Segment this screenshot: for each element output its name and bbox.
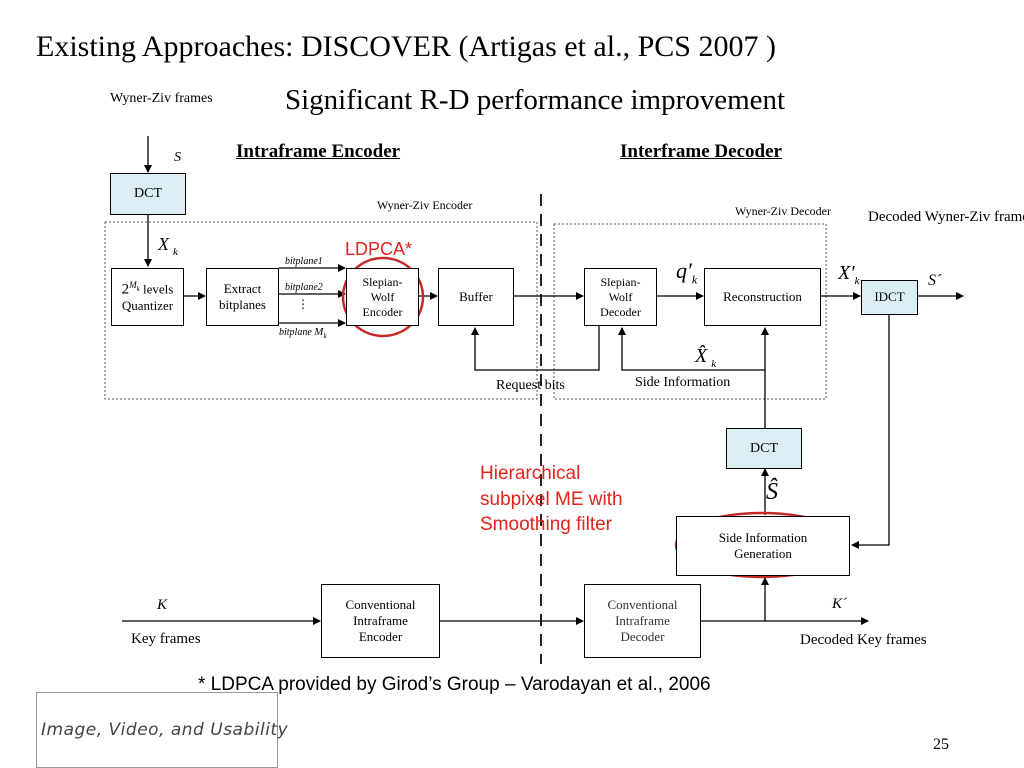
qk-prime-symbol: q′k	[676, 258, 698, 287]
k-prime-symbol: K´	[832, 596, 847, 612]
ivu-logo-text: Image, Video, and Usability	[41, 720, 289, 740]
dct-decoder-box: DCT	[726, 428, 802, 469]
reconstruction-box: Reconstruction	[704, 268, 821, 326]
bitplane1-label: bitplane1	[285, 256, 323, 267]
ivu-logo: Image, Video, and Usability	[36, 692, 288, 768]
wz-encoder-region	[104, 221, 538, 400]
wz-decoder-label: Wyner-Ziv Decoder	[735, 204, 831, 218]
side-information-generation-box: Side Information Generation	[676, 516, 850, 576]
dct-encoder-box: DCT	[110, 173, 186, 215]
page-number: 25	[933, 736, 949, 753]
bitplane-m-label: bitplane Mk	[279, 326, 327, 340]
wz-decoder-region	[553, 223, 827, 400]
slide-subtitle: Significant R-D performance improvement	[285, 84, 786, 116]
side-information-label: Side Information	[635, 375, 731, 390]
footnote: * LDPCA provided by Girod’s Group – Varo…	[198, 674, 711, 695]
input-wz-frames-label: Wyner-Ziv frames	[110, 91, 213, 106]
ldpca-annotation: LDPCA*	[345, 239, 413, 259]
encoder-header: Intraframe Encoder	[236, 141, 401, 162]
input-s-symbol: S	[174, 150, 181, 165]
conventional-intraframe-encoder-box: Conventional Intraframe Encoder	[321, 584, 440, 658]
xhat-k-symbol: X̂k	[695, 345, 717, 370]
xk-prime-symbol: X′k	[838, 262, 860, 287]
slepian-wolf-encoder-box: Slepian-Wolf Encoder	[346, 268, 419, 326]
ldpca-highlight-ellipse	[341, 256, 425, 338]
wz-encoder-label: Wyner-Ziv Encoder	[377, 198, 473, 212]
s-hat-symbol: Ŝ	[766, 479, 778, 505]
key-frames-label: Key frames	[131, 631, 201, 647]
hierarchical-me-annotation: Hierarchical subpixel ME with Smoothing …	[480, 463, 623, 536]
buffer-box: Buffer	[438, 268, 514, 326]
quantizer-box: 2Mk levels Quantizer	[111, 268, 184, 326]
slepian-wolf-decoder-box: Slepian-Wolf Decoder	[584, 268, 657, 326]
bitplane-dots: ⋮	[297, 297, 309, 311]
request-bits-label: Request bits	[496, 378, 565, 393]
idct-box: IDCT	[861, 280, 918, 315]
extract-bitplanes-box: Extract bitplanes	[206, 268, 279, 326]
slide-title: Existing Approaches: DISCOVER (Artigas e…	[36, 30, 776, 63]
s-prime-symbol: S´	[928, 272, 942, 289]
key-k-symbol: K	[157, 597, 168, 613]
bitplane2-label: bitplane2	[285, 282, 323, 293]
decoder-header: Interframe Decoder	[620, 141, 782, 162]
decoded-key-frames-label: Decoded Key frames	[800, 632, 927, 648]
conventional-intraframe-decoder-box: Conventional Intraframe Decoder	[584, 584, 701, 658]
decoded-wz-frames-label: Decoded Wyner-Ziv frames	[868, 209, 1024, 225]
